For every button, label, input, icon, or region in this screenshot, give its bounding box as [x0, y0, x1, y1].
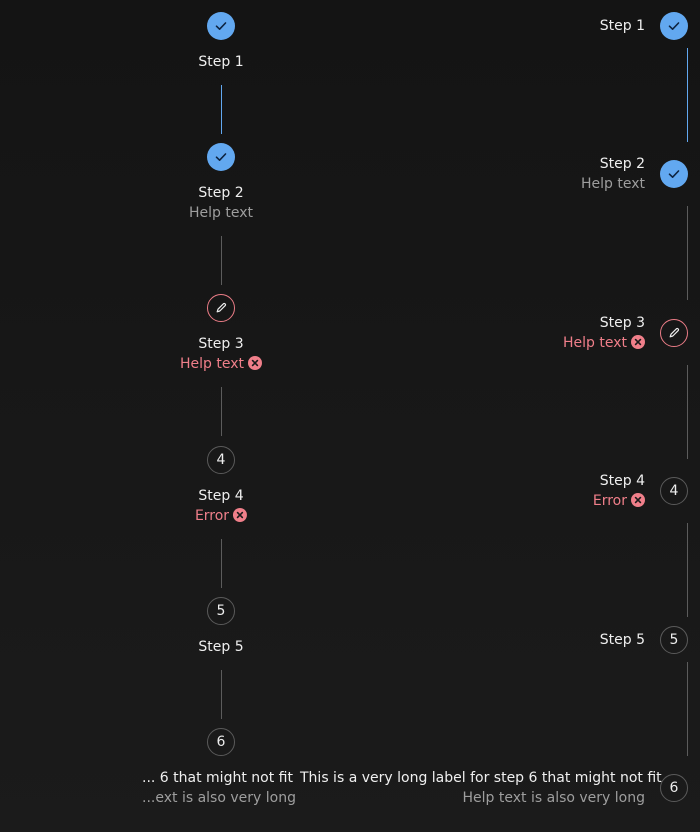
- step-6-helper: ...ext is also very long: [142, 790, 296, 806]
- error-circle-icon: [631, 493, 645, 507]
- step-3-marker[interactable]: [660, 319, 688, 347]
- step-2-connector: [221, 236, 222, 285]
- step-4-helper: Error: [592, 493, 627, 509]
- step-4-helper-row: Error: [395, 491, 645, 511]
- step-1-label[interactable]: Step 1: [599, 18, 645, 34]
- step-6-marker[interactable]: 6: [660, 774, 688, 802]
- step-3-marker[interactable]: [207, 294, 235, 322]
- step-3-helper-row: Help text: [395, 333, 645, 353]
- step-3-label[interactable]: Step 3: [198, 336, 244, 352]
- step-2-label[interactable]: Step 2: [599, 156, 645, 172]
- check-icon: [668, 22, 680, 30]
- step-4-connector: [221, 539, 222, 588]
- step-4-marker[interactable]: 4: [207, 446, 235, 474]
- step-1-connector: [687, 48, 688, 142]
- step-4-label[interactable]: Step 4: [599, 473, 645, 489]
- step-4-helper-row: Error: [194, 506, 248, 526]
- step-6-marker[interactable]: 6: [207, 728, 235, 756]
- step-2-helper: Help text: [189, 205, 253, 221]
- check-icon: [668, 170, 680, 178]
- step-3-helper: Help text: [563, 335, 627, 351]
- check-icon: [215, 22, 227, 30]
- step-4-helper: Error: [194, 508, 230, 524]
- step-6-label[interactable]: ... 6 that might not fit: [142, 770, 293, 786]
- step-2-marker[interactable]: [207, 143, 235, 171]
- step-1-label[interactable]: Step 1: [198, 54, 244, 70]
- step-5-connector: [687, 662, 688, 756]
- step-3-connector: [687, 365, 688, 459]
- error-circle-icon: [248, 356, 262, 370]
- step-2-helper: Help text: [581, 176, 645, 192]
- step-2-label[interactable]: Step 2: [198, 185, 244, 201]
- step-4-marker[interactable]: 4: [660, 477, 688, 505]
- step-3-helper-row: Help text: [180, 354, 262, 374]
- step-3-label[interactable]: Step 3: [599, 315, 645, 331]
- step-2-connector: [687, 206, 688, 300]
- pencil-icon: [216, 302, 227, 313]
- step-6-label[interactable]: This is a very long label for step 6 tha…: [300, 770, 662, 786]
- check-icon: [215, 153, 227, 161]
- step-5-label[interactable]: Step 5: [198, 639, 244, 655]
- pencil-icon: [669, 327, 680, 338]
- step-4-label[interactable]: Step 4: [198, 488, 244, 504]
- step-5-marker[interactable]: 5: [660, 626, 688, 654]
- step-4-connector: [687, 523, 688, 617]
- step-1-marker[interactable]: [660, 12, 688, 40]
- error-circle-icon: [233, 508, 248, 522]
- step-1-marker[interactable]: [207, 12, 235, 40]
- step-3-connector: [221, 387, 222, 436]
- step-5-marker[interactable]: 5: [207, 597, 235, 625]
- step-3-helper: Help text: [180, 356, 244, 372]
- error-circle-icon: [631, 335, 645, 349]
- step-5-label[interactable]: Step 5: [599, 632, 645, 648]
- step-6-helper: Help text is also very long: [462, 790, 645, 806]
- step-1-connector: [221, 85, 222, 134]
- step-5-connector: [221, 670, 222, 719]
- step-2-marker[interactable]: [660, 160, 688, 188]
